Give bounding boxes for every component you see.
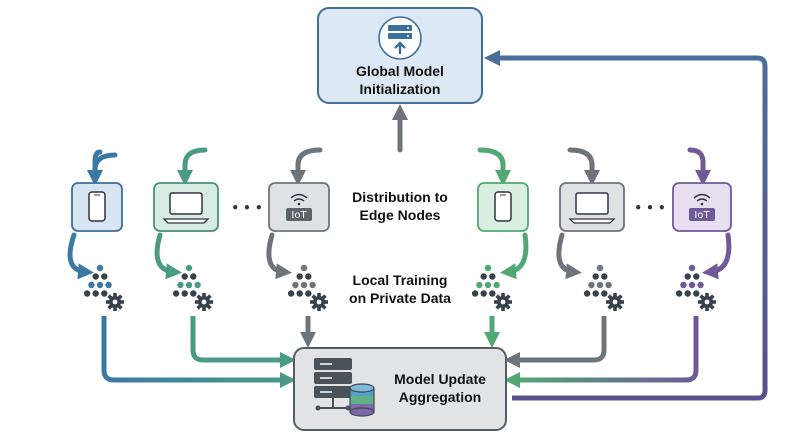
branch-laptop-1 xyxy=(176,147,208,187)
distribution-arrows xyxy=(95,103,712,187)
update-arrow-iot-2 xyxy=(503,316,699,389)
training-label-line2: on Private Data xyxy=(349,289,451,306)
distribution-label-line1: Distribution to xyxy=(352,189,448,205)
global-model-title-line2: Initialization xyxy=(359,80,441,97)
distribution-label: Distribution to Edge Nodes xyxy=(334,189,466,224)
aggregation-title-line2: Aggregation xyxy=(398,388,482,405)
iot-label-2: IoT xyxy=(694,210,710,221)
update-arrow-laptop-1 xyxy=(190,316,297,369)
gear-icon xyxy=(106,293,124,311)
distribution-bus xyxy=(95,152,118,178)
global-model-node xyxy=(317,7,483,104)
training-cluster-2 xyxy=(172,264,213,311)
training-cluster-5 xyxy=(583,264,624,311)
gear-icon xyxy=(606,293,624,311)
gear-icon xyxy=(494,293,512,311)
branch-iot-1 xyxy=(289,147,323,187)
training-cluster-3 xyxy=(287,264,328,311)
branch-laptop-2 xyxy=(567,147,601,187)
device-laptop-1 xyxy=(153,182,219,232)
update-arrow-phone-1 xyxy=(101,316,297,389)
training-clusters xyxy=(83,264,716,311)
training-cluster-4 xyxy=(471,264,512,311)
aggregation-node xyxy=(293,347,507,431)
training-label-line1: Local Training xyxy=(352,272,448,288)
aggregation-title-line1: Model Update xyxy=(394,371,486,387)
server-upload-icon xyxy=(378,16,422,60)
iot-label-1: IoT xyxy=(291,210,307,221)
training-cluster-1 xyxy=(83,264,124,311)
device-laptop-2 xyxy=(559,182,625,232)
training-cluster-6 xyxy=(675,264,716,311)
device-phone-1 xyxy=(71,182,123,232)
gear-icon xyxy=(310,293,328,311)
global-model-title-line1: Global Model xyxy=(356,63,444,79)
device-phone-2 xyxy=(477,182,529,232)
ellipsis-left: • • • xyxy=(231,201,262,215)
gear-icon xyxy=(698,293,716,311)
server-database-icon xyxy=(314,358,375,417)
feedback-arrow-to-global xyxy=(483,49,768,401)
global-model-title: Global Model Initialization xyxy=(318,63,482,98)
device-iot-2: IoT xyxy=(672,182,732,232)
device-iot-1: IoT xyxy=(268,182,330,232)
update-arrow-laptop-2 xyxy=(503,316,607,369)
distribution-label-line2: Edge Nodes xyxy=(359,206,441,223)
aggregation-title: Model Update Aggregation xyxy=(382,371,498,406)
training-to-aggregation-arrows xyxy=(101,316,699,389)
branch-phone-2 xyxy=(477,147,512,187)
ellipsis-right: • • • xyxy=(634,201,665,215)
device-to-training-arrows xyxy=(67,232,732,280)
gear-icon xyxy=(195,293,213,311)
training-label: Local Training on Private Data xyxy=(334,272,466,307)
